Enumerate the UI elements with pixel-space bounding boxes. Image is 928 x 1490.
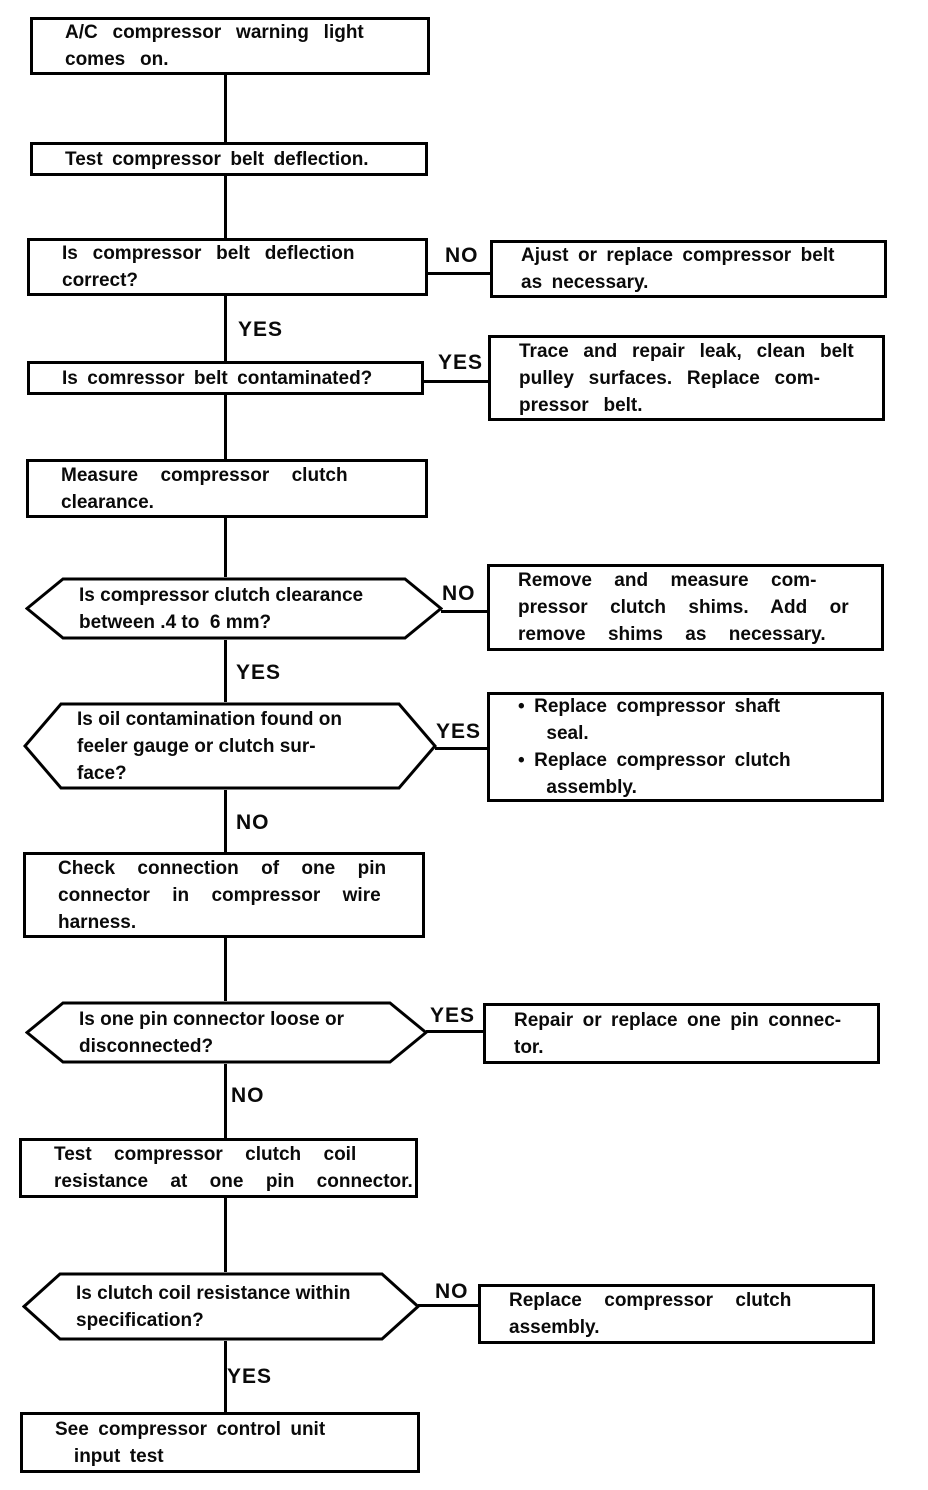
edge-label-yes: YES (430, 1004, 476, 1027)
edge-label-no: NO (236, 811, 270, 834)
decision-text: Is compressor clutch clearance between .… (79, 584, 364, 633)
connector-line (224, 518, 227, 577)
flow-node-test-coil-resistance: Test compressor clutch coil resistance a… (19, 1138, 418, 1198)
connector-line (224, 640, 227, 702)
flow-node-remove-measure-shims: Remove and measure com- pressor clutch s… (487, 564, 884, 651)
connector-line (224, 790, 227, 852)
flow-node-text: Remove and measure com- pressor clutch s… (518, 570, 849, 645)
flow-node-replace-clutch-assembly: Replace compressor clutch assembly. (478, 1284, 875, 1344)
edge-label-no: NO (442, 582, 476, 605)
decision-oil-contamination: Is oil contamination found on feeler gau… (23, 702, 437, 790)
flow-node-text: Repair or replace one pin connec- tor. (514, 1009, 842, 1058)
edge-label-yes: YES (238, 318, 284, 341)
connector-line (224, 1064, 227, 1138)
flow-node-start: A/C compressor warning light comes on. (30, 17, 430, 75)
flow-node-text: See compressor control unit input test (55, 1418, 326, 1467)
edge-label-no: NO (445, 244, 479, 267)
connector-line (224, 395, 227, 459)
connector-line (224, 75, 227, 143)
hexagon-shape (22, 1272, 420, 1341)
hexagon-shape (25, 577, 443, 640)
flow-node-text: Test compressor clutch coil resistance a… (54, 1144, 413, 1192)
flow-node-text: Ajust or replace compressor belt as nece… (521, 245, 835, 293)
flow-node-text: Trace and repair leak, clean belt pulley… (519, 340, 854, 416)
decision-coil-resistance: Is clutch coil resistance within specifi… (22, 1272, 420, 1341)
flow-node-text: • Replace compressor shaft seal. • Repla… (518, 696, 791, 798)
connector-line (441, 610, 487, 613)
flow-node-text: Check connection of one pin connector in… (58, 857, 387, 933)
flow-node-test-belt-deflection: Test compressor belt deflection. (30, 142, 428, 176)
flow-node-trace-repair-leak: Trace and repair leak, clean belt pulley… (488, 335, 885, 421)
edge-label-yes: YES (436, 720, 482, 743)
connector-line (224, 1198, 227, 1272)
flow-node-text: Is comressor belt contaminated? (62, 367, 373, 389)
edge-label-no: NO (231, 1084, 265, 1107)
decision-clutch-clearance: Is compressor clutch clearance between .… (25, 577, 443, 640)
connector-line (224, 176, 227, 238)
flow-node-text: Replace compressor clutch assembly. (509, 1290, 792, 1338)
decision-text: Is clutch coil resistance within specifi… (76, 1282, 351, 1331)
connector-line (435, 747, 487, 750)
connector-line (224, 938, 227, 1001)
flow-node-text: Is compressor belt deflection correct? (62, 243, 355, 291)
flow-node-question-belt-deflection: Is compressor belt deflection correct? (27, 238, 428, 296)
flow-node-text: Measure compressor clutch clearance. (61, 464, 348, 513)
hexagon-shape (23, 702, 437, 790)
edge-label-yes: YES (438, 351, 484, 374)
connector-line (424, 380, 488, 383)
decision-text: Is oil contamination found on feeler gau… (77, 708, 342, 784)
hexagon-shape (25, 1001, 428, 1064)
connector-line (426, 1030, 483, 1033)
connector-line (428, 272, 490, 275)
decision-text: Is one pin connector loose or disconnect… (79, 1008, 344, 1057)
edge-label-yes: YES (227, 1365, 273, 1388)
flow-node-adjust-replace-belt: Ajust or replace compressor belt as nece… (490, 240, 887, 298)
flow-node-check-connector: Check connection of one pin connector in… (23, 852, 425, 938)
flow-node-repair-replace-connector: Repair or replace one pin connec- tor. (483, 1003, 880, 1064)
flow-node-replace-seal-and-clutch: • Replace compressor shaft seal. • Repla… (487, 692, 884, 802)
flow-node-end: See compressor control unit input test (20, 1412, 420, 1473)
flow-node-text: Test compressor belt deflection. (65, 148, 369, 170)
flow-node-question-belt-contaminated: Is comressor belt contaminated? (27, 361, 424, 395)
connector-line (418, 1304, 478, 1307)
flow-node-start-text: A/C compressor warning light comes on. (65, 22, 364, 70)
flow-node-measure-clutch-clearance: Measure compressor clutch clearance. (26, 459, 428, 518)
connector-line (224, 1341, 227, 1412)
decision-connector-loose: Is one pin connector loose or disconnect… (25, 1001, 428, 1064)
edge-label-no: NO (435, 1280, 469, 1303)
edge-label-yes: YES (236, 661, 282, 684)
connector-line (224, 296, 227, 361)
